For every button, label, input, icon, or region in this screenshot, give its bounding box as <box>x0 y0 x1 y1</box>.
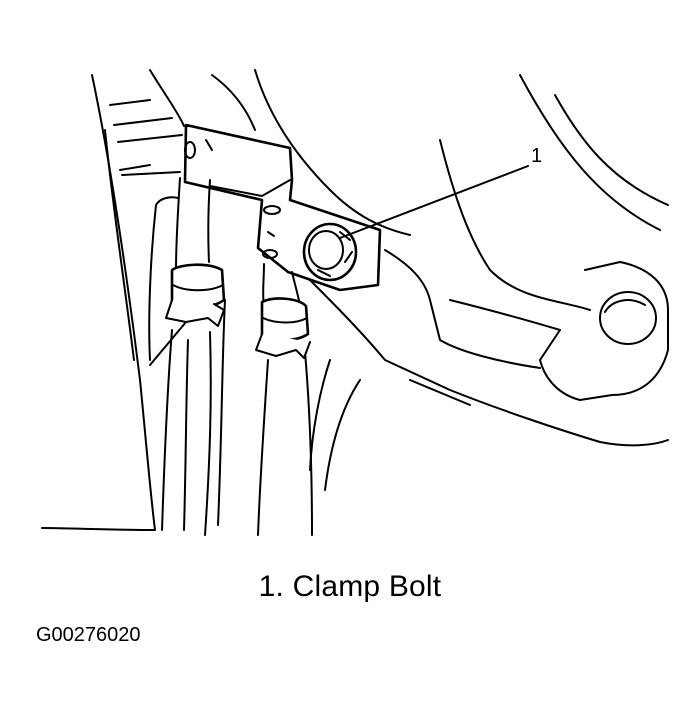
body-panel-trim-1 <box>109 99 183 176</box>
bracket-slot-1 <box>184 141 196 159</box>
lower-structure-line <box>324 379 471 491</box>
engine-casting-edge <box>254 69 411 236</box>
engine-casting-curve <box>439 139 591 311</box>
body-panel-inner-edge <box>104 129 135 361</box>
hose-2-left-wall <box>262 263 265 306</box>
hose-clamp-1-tab <box>165 299 225 327</box>
hose-clamp-2-band-line <box>262 317 308 324</box>
hose-1-lower <box>161 329 212 536</box>
lower-structure-step <box>384 249 541 369</box>
clamp-bolt-head <box>308 230 344 270</box>
right-frame-line-2 <box>554 94 669 206</box>
hose-clamp-1-lever <box>149 321 187 366</box>
upper-structure-outline <box>149 69 185 127</box>
lower-structure-outline <box>299 269 669 447</box>
lower-structure-line-2 <box>309 359 331 471</box>
bracket-slot-3 <box>262 249 278 259</box>
figure-caption: 1. Clamp Bolt <box>258 570 442 603</box>
hose-body-mid <box>183 339 189 531</box>
right-frame-line <box>519 74 661 231</box>
lower-structure-ridge <box>449 299 561 331</box>
callout-number: 1 <box>531 145 543 167</box>
right-bracket <box>539 261 669 401</box>
hose-1-right-wall <box>207 179 211 263</box>
right-bracket-hole <box>599 291 657 345</box>
figure-id: G00276020 <box>36 624 141 646</box>
hose-2-lower <box>257 351 313 536</box>
callout-leader-line <box>339 165 529 239</box>
clamp-bracket-bend <box>209 179 291 197</box>
bracket-notch <box>205 139 275 237</box>
hose-2-outer <box>217 299 226 526</box>
body-panel-left-edge <box>41 74 156 531</box>
bracket-slot-2 <box>263 205 281 215</box>
upper-structure-outline-2 <box>211 74 256 131</box>
right-bracket-hole-inner <box>604 299 646 313</box>
clamp-bolt-illustration <box>41 69 669 536</box>
hose-clamp-1-band-line <box>172 284 224 292</box>
hose-1-outer-top <box>155 196 179 206</box>
hose-clamp-2-tab <box>255 333 311 359</box>
hose-1-outer <box>148 204 157 361</box>
